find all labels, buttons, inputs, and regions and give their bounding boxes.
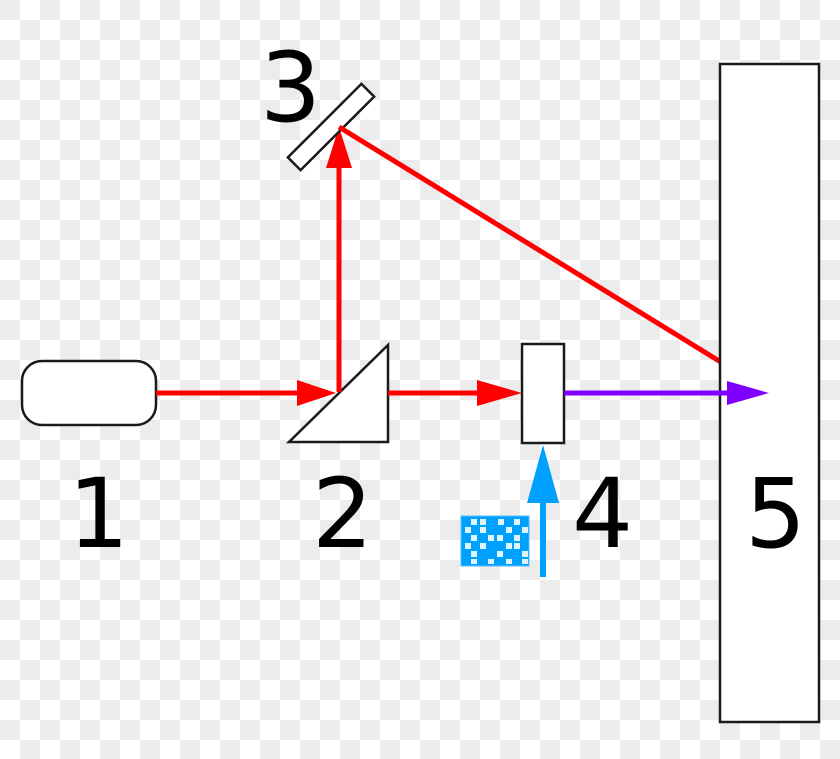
label-modulator: 4 [572,458,634,570]
label-mirror: 3 [260,32,322,144]
modulator [520,342,566,445]
label-prism: 2 [312,458,374,570]
laser-source [20,359,158,427]
arrowhead-red [297,380,336,406]
pattern-grid-icon [460,515,530,567]
label-laser-source: 1 [68,458,130,570]
arrowhead-blue [527,445,559,503]
label-screen: 5 [745,458,807,570]
arrowhead-red [326,127,352,168]
arrowhead-violet [727,381,769,405]
arrowhead-red [477,380,522,406]
mirror [286,82,376,172]
beam-mirror-to-screen [337,124,739,375]
